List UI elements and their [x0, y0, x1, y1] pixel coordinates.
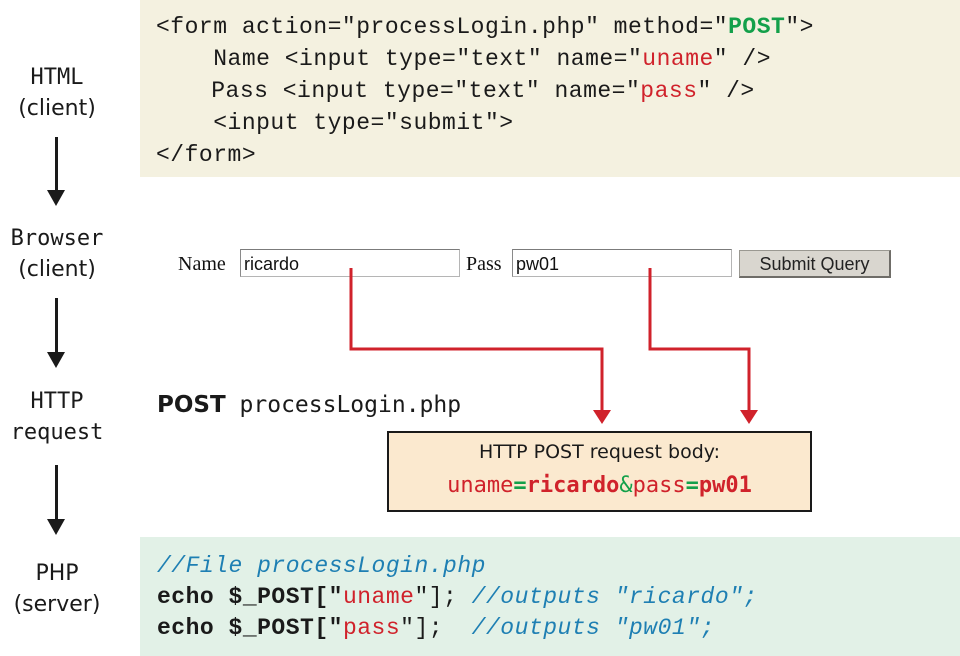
- html-code-line-1: <form action="processLogin.php" method="…: [156, 14, 814, 40]
- http-target: processLogin.php: [239, 392, 462, 418]
- php-code-line-2: echo $_POST["uname"]; //outputs "ricardo…: [157, 584, 758, 610]
- code-text: "];: [400, 615, 444, 641]
- post-body-title: HTTP POST request body:: [478, 441, 721, 463]
- html-code-line-2: Name <input type="text" name="uname" />: [156, 46, 771, 72]
- code-text: "];: [414, 584, 458, 610]
- php-comment-line: //File processLogin.php: [157, 553, 486, 579]
- arrowhead-icon: [593, 410, 611, 424]
- html-code-panel: <form action="processLogin.php" method="…: [140, 0, 960, 177]
- arrowhead-icon: [740, 410, 758, 424]
- code-text: Name <input type="text" name=": [156, 46, 643, 72]
- post-body-value: uname=ricardo&pass=pw01: [389, 473, 810, 498]
- post-key-pass: pass: [342, 615, 401, 641]
- method-value: POST: [728, 14, 786, 40]
- code-text: <form action="processLogin.php" method=": [156, 14, 729, 40]
- post-body-box: HTTP POST request body: uname=ricardo&pa…: [387, 431, 812, 512]
- stage-label-http: HTTP request: [0, 386, 114, 448]
- input-name-pass: pass: [640, 78, 698, 104]
- stage-http-subtitle: request: [10, 420, 104, 445]
- php-code-line-3: echo $_POST["pass"]; //outputs "pw01";: [157, 615, 715, 641]
- stage-browser-subtitle: (client): [18, 257, 96, 282]
- stage-label-html: HTML (client): [0, 62, 114, 124]
- input-name-uname: uname: [642, 46, 714, 72]
- body-equals: =: [685, 473, 699, 498]
- code-text: " />: [697, 78, 755, 104]
- stage-label-php: PHP (server): [0, 558, 114, 620]
- submit-query-button[interactable]: Submit Query: [739, 250, 891, 278]
- stage-html-subtitle: (client): [18, 96, 96, 121]
- stage-html-title: HTML: [30, 65, 84, 90]
- down-arrow-icon: [47, 137, 65, 206]
- stage-label-browser: Browser (client): [0, 223, 114, 285]
- code-text: echo $_POST[": [157, 584, 343, 610]
- stage-php-title: PHP: [35, 561, 79, 586]
- body-value-pw01: pw01: [698, 473, 752, 498]
- connector-uname: [349, 268, 604, 412]
- pass-input[interactable]: pw01: [512, 249, 732, 277]
- body-value-ricardo: ricardo: [526, 473, 620, 498]
- code-text: echo $_POST[": [157, 615, 343, 641]
- stage-http-title: HTTP: [30, 389, 84, 414]
- html-code-line-5: </form>: [156, 142, 257, 168]
- connector-pass: [648, 268, 751, 412]
- php-output-comment: //outputs "ricardo";: [457, 584, 758, 610]
- name-label: Name: [178, 253, 226, 275]
- down-arrow-icon: [47, 465, 65, 535]
- body-ampersand: &: [619, 473, 633, 498]
- code-text: Pass <input type="text" name=": [154, 78, 641, 104]
- body-key-uname: uname: [447, 473, 514, 498]
- stage-browser-title: Browser: [10, 226, 104, 251]
- post-key-uname: uname: [342, 584, 415, 610]
- php-output-comment: //outputs "pw01";: [443, 615, 715, 641]
- http-method: POST: [157, 392, 226, 418]
- http-request-line: POST processLogin.php: [157, 392, 461, 418]
- name-input[interactable]: ricardo: [240, 249, 460, 277]
- stage-php-subtitle: (server): [13, 592, 101, 617]
- html-code-line-4: <input type="submit">: [156, 110, 514, 136]
- pass-label: Pass: [466, 253, 502, 275]
- code-text: " />: [713, 46, 772, 72]
- code-text: ">: [785, 14, 814, 40]
- body-equals: =: [513, 473, 527, 498]
- html-code-line-3: Pass <input type="text" name="pass" />: [154, 78, 755, 104]
- down-arrow-icon: [47, 298, 65, 368]
- php-code-panel: //File processLogin.php echo $_POST["una…: [140, 537, 960, 656]
- body-key-pass: pass: [632, 473, 686, 498]
